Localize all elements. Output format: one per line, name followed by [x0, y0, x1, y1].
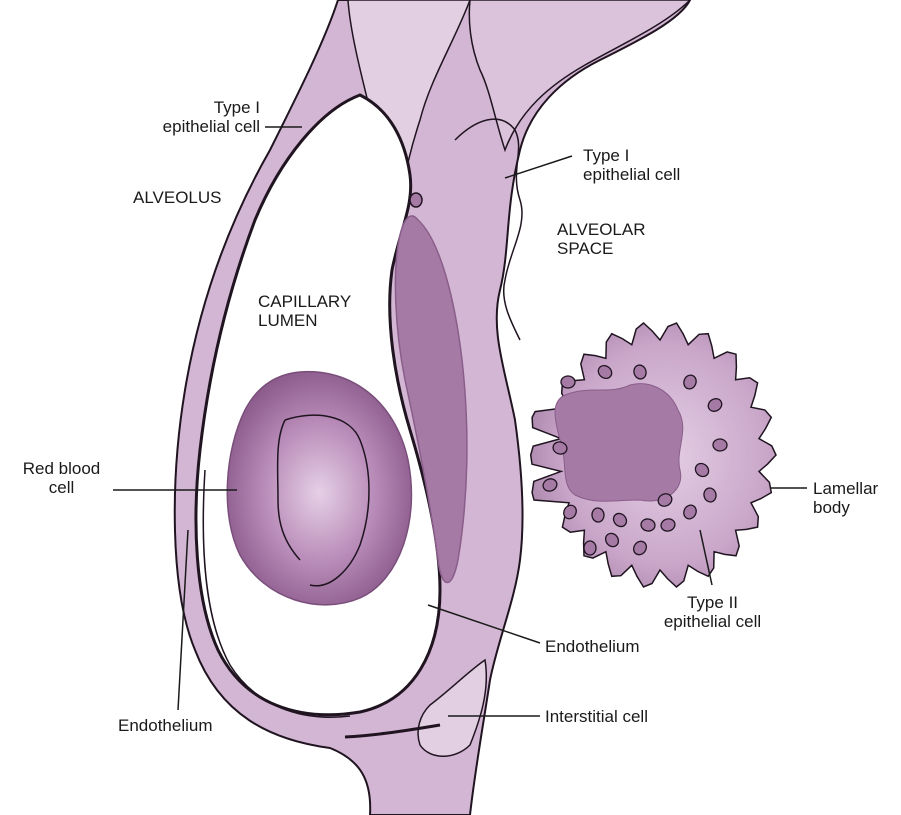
label-lamellar-body: Lamellar body — [813, 479, 878, 517]
label-red-blood-cell: Red blood cell — [4, 459, 119, 497]
type2-nucleus — [555, 384, 683, 502]
label-interstitial-cell: Interstitial cell — [545, 707, 648, 726]
label-endothelium-left: Endothelium — [118, 716, 213, 735]
lamellar-body-granule — [713, 438, 728, 451]
label-type2-epithelial: Type II epithelial cell — [645, 593, 780, 631]
wall-vesicle — [410, 193, 422, 207]
lamellar-body-granule — [584, 541, 596, 555]
lamellar-body-granule — [561, 376, 575, 388]
label-alveolus: ALVEOLUS — [133, 188, 222, 207]
label-endothelium-right: Endothelium — [545, 637, 640, 656]
type2-epithelial-cell — [531, 323, 776, 587]
red-blood-cell — [227, 372, 411, 605]
septum-upper-right — [469, 0, 690, 150]
label-capillary-lumen: CAPILLARY LUMEN — [258, 292, 351, 330]
label-type1-epithelial-right: Type I epithelial cell — [583, 146, 680, 184]
label-type1-epithelial-left: Type I epithelial cell — [150, 98, 260, 136]
label-alveolar-space: ALVEOLAR SPACE — [557, 220, 646, 258]
